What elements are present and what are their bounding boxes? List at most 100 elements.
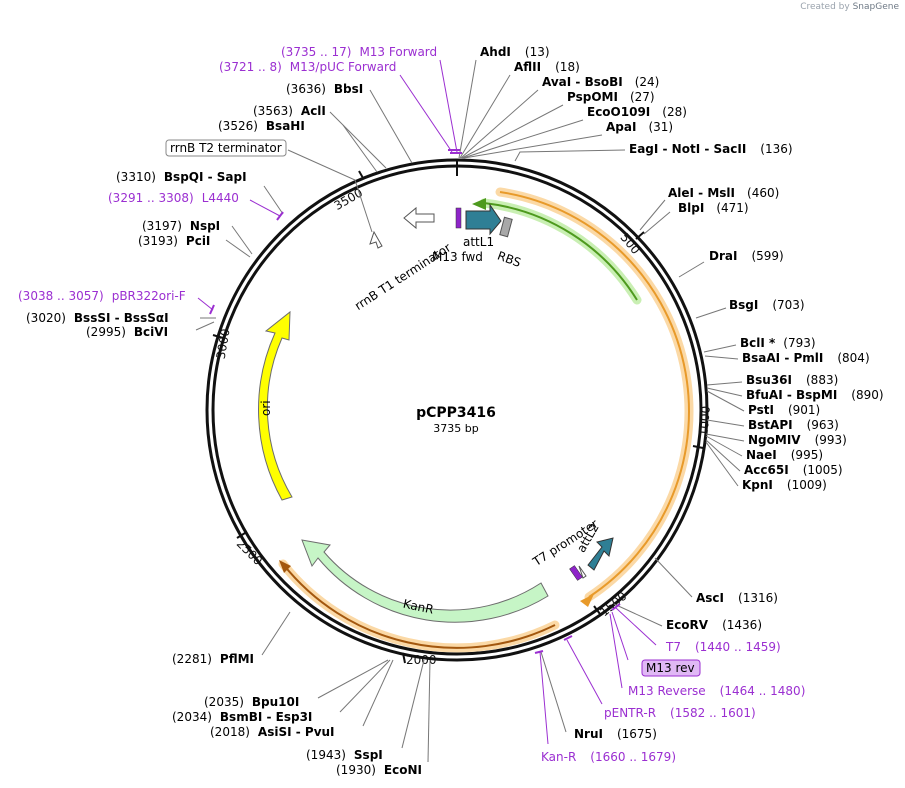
rrnb-t2-label: rrnB T2 terminator	[170, 141, 282, 155]
enzyme-bcli: BclI *(793)	[740, 336, 816, 350]
leader-acc65i	[705, 439, 741, 472]
green-feature-arrowhead	[472, 198, 486, 210]
enzyme-bsahi: (3526)BsaHI	[218, 119, 305, 133]
tick-3000	[212, 334, 224, 339]
leader-ngomiv	[705, 433, 745, 442]
rbs-feature	[499, 216, 513, 238]
enzyme-nrui: NruI(1675)	[574, 727, 657, 741]
enzyme-pcli: (3193)PciI	[138, 234, 210, 248]
leader-bsahi	[342, 124, 378, 173]
leader-bstapi	[706, 419, 745, 427]
leader-bcli	[703, 344, 737, 353]
enzyme-labels-left: (1930)EcoNI (1943)SspI (2018)AsiSI - Pvu…	[26, 82, 422, 777]
leader-asci	[654, 557, 693, 598]
primer-t7: T7(1440 .. 1459)	[665, 640, 781, 654]
tick-1500	[593, 605, 601, 615]
attl1-label: attL1	[463, 235, 494, 249]
enzyme-eagi: EagI - NotI - SacII(136)	[629, 142, 793, 156]
leader-m13rev2	[609, 613, 623, 689]
orange-feature-arrowhead	[580, 594, 594, 607]
t7-small-feature	[578, 565, 587, 579]
leader-m13rev	[611, 611, 629, 661]
primer-leaders	[197, 59, 657, 745]
enzyme-kpni: KpnI(1009)	[742, 478, 827, 492]
leader-psti	[706, 390, 745, 412]
enzyme-leaders	[195, 59, 745, 763]
leader-aflii	[459, 74, 511, 159]
leader-nrui	[540, 651, 567, 733]
leader-l4440	[249, 199, 281, 217]
leader-kpni	[705, 441, 739, 487]
rrnb-t2-feature	[369, 230, 383, 249]
rbs-label: RBS	[496, 249, 523, 270]
enzyme-alei: AleI - MslI(460)	[668, 186, 779, 200]
primer-m13rev: M13 Reverse(1464 .. 1480)	[628, 684, 805, 698]
primer-l4440: (3291 .. 3308)L4440	[108, 191, 239, 205]
mark-l4440	[276, 211, 284, 221]
tick-1000	[692, 445, 704, 449]
enzyme-bsu36i: Bsu36I(883)	[746, 373, 838, 387]
enzyme-bsgi: BsgI(703)	[729, 298, 805, 312]
enzyme-sspi: (1943)SspI	[306, 748, 383, 762]
leader-acli	[329, 111, 387, 169]
snapgene-credit: Created by SnapGene	[800, 2, 899, 12]
credit-prefix: Created by	[800, 2, 850, 12]
leader-kanr	[539, 651, 549, 745]
m13rev-box-label: M13 rev	[646, 661, 695, 675]
orange-lower-arrowhead	[279, 560, 291, 573]
enzyme-ngomiv: NgoMIV(993)	[748, 433, 847, 447]
enzyme-ahdi: AhdI(13)	[480, 45, 550, 59]
orange-feature-arc	[499, 191, 690, 598]
leader-bsgi	[695, 307, 727, 319]
enzyme-acli: (3563)AclI	[253, 104, 326, 118]
enzyme-apai: ApaI(31)	[606, 120, 673, 134]
leader-m13fwd	[439, 59, 458, 153]
primer-labels: (3735 .. 17)M13 Forward (3721 .. 8)M13/p…	[18, 45, 805, 764]
leader-bclvi	[195, 321, 215, 331]
enzyme-acc65i: Acc65I(1005)	[744, 463, 843, 477]
leader-asisi	[362, 659, 394, 727]
primer-m13puc: (3721 .. 8)M13/pUC Forward	[219, 60, 396, 74]
ori-label: ori	[259, 400, 273, 416]
enzyme-bspqi: (3310)BspQI - SapI	[116, 170, 247, 184]
orange-lower-arc	[282, 563, 556, 649]
leader-m13puc	[399, 74, 453, 153]
enzyme-bclvi: (2995)BciVI	[86, 325, 168, 339]
leader-ahdi	[458, 59, 477, 159]
leader-bsmbi	[339, 659, 391, 713]
enzyme-bsmbi: (2034)BsmBI - Esp3I	[172, 710, 312, 724]
leader-pbr322	[197, 297, 214, 311]
tick-2500	[236, 532, 246, 539]
plasmid-name: pCPP3416	[416, 405, 496, 421]
enzyme-psti: PstI(901)	[748, 403, 820, 417]
enzyme-asisi: (2018)AsiSI - PvuI	[210, 725, 335, 739]
primer-pentr: pENTR-R(1582 .. 1601)	[604, 706, 756, 720]
rrnb-t1-label: rrnB T1 terminator	[352, 240, 453, 313]
leader-ecoo109i	[462, 119, 584, 159]
leader-econi	[427, 659, 431, 763]
enzyme-bpu10i: (2035)Bpu10I	[204, 695, 299, 709]
mark-pentr	[563, 635, 573, 641]
leader-ecorv	[613, 603, 663, 627]
tick-500	[635, 231, 645, 240]
enzyme-avai: AvaI - BsoBI(24)	[542, 75, 659, 89]
enzyme-labels: AhdI(13) AflII(18) AvaI - BsoBI(24) PspO…	[480, 45, 884, 741]
enzyme-bfuai: BfuAI - BspMI(890)	[746, 388, 884, 402]
m13fwd-feature	[455, 207, 462, 229]
enzyme-econi: (1930)EcoNI	[336, 763, 422, 777]
leader-bsaai	[704, 355, 739, 360]
leader-pspomi	[461, 104, 564, 159]
leader-sspi	[401, 659, 425, 749]
enzyme-nspi: (3197)NspI	[142, 219, 220, 233]
green-feature-arc	[483, 202, 638, 301]
leader-eagi	[514, 149, 626, 162]
primer-m13fwd: (3735 .. 17)M13 Forward	[281, 45, 437, 59]
enzyme-ecorv: EcoRV(1436)	[666, 618, 762, 632]
leader-drai	[678, 261, 705, 278]
enzyme-drai: DraI(599)	[709, 249, 784, 263]
mark-pbr322	[209, 304, 215, 315]
leader-blpi	[643, 211, 671, 235]
plasmid-length: 3735 bp	[433, 422, 478, 435]
leader-bfuai	[706, 387, 743, 397]
tick-2000	[402, 652, 406, 664]
